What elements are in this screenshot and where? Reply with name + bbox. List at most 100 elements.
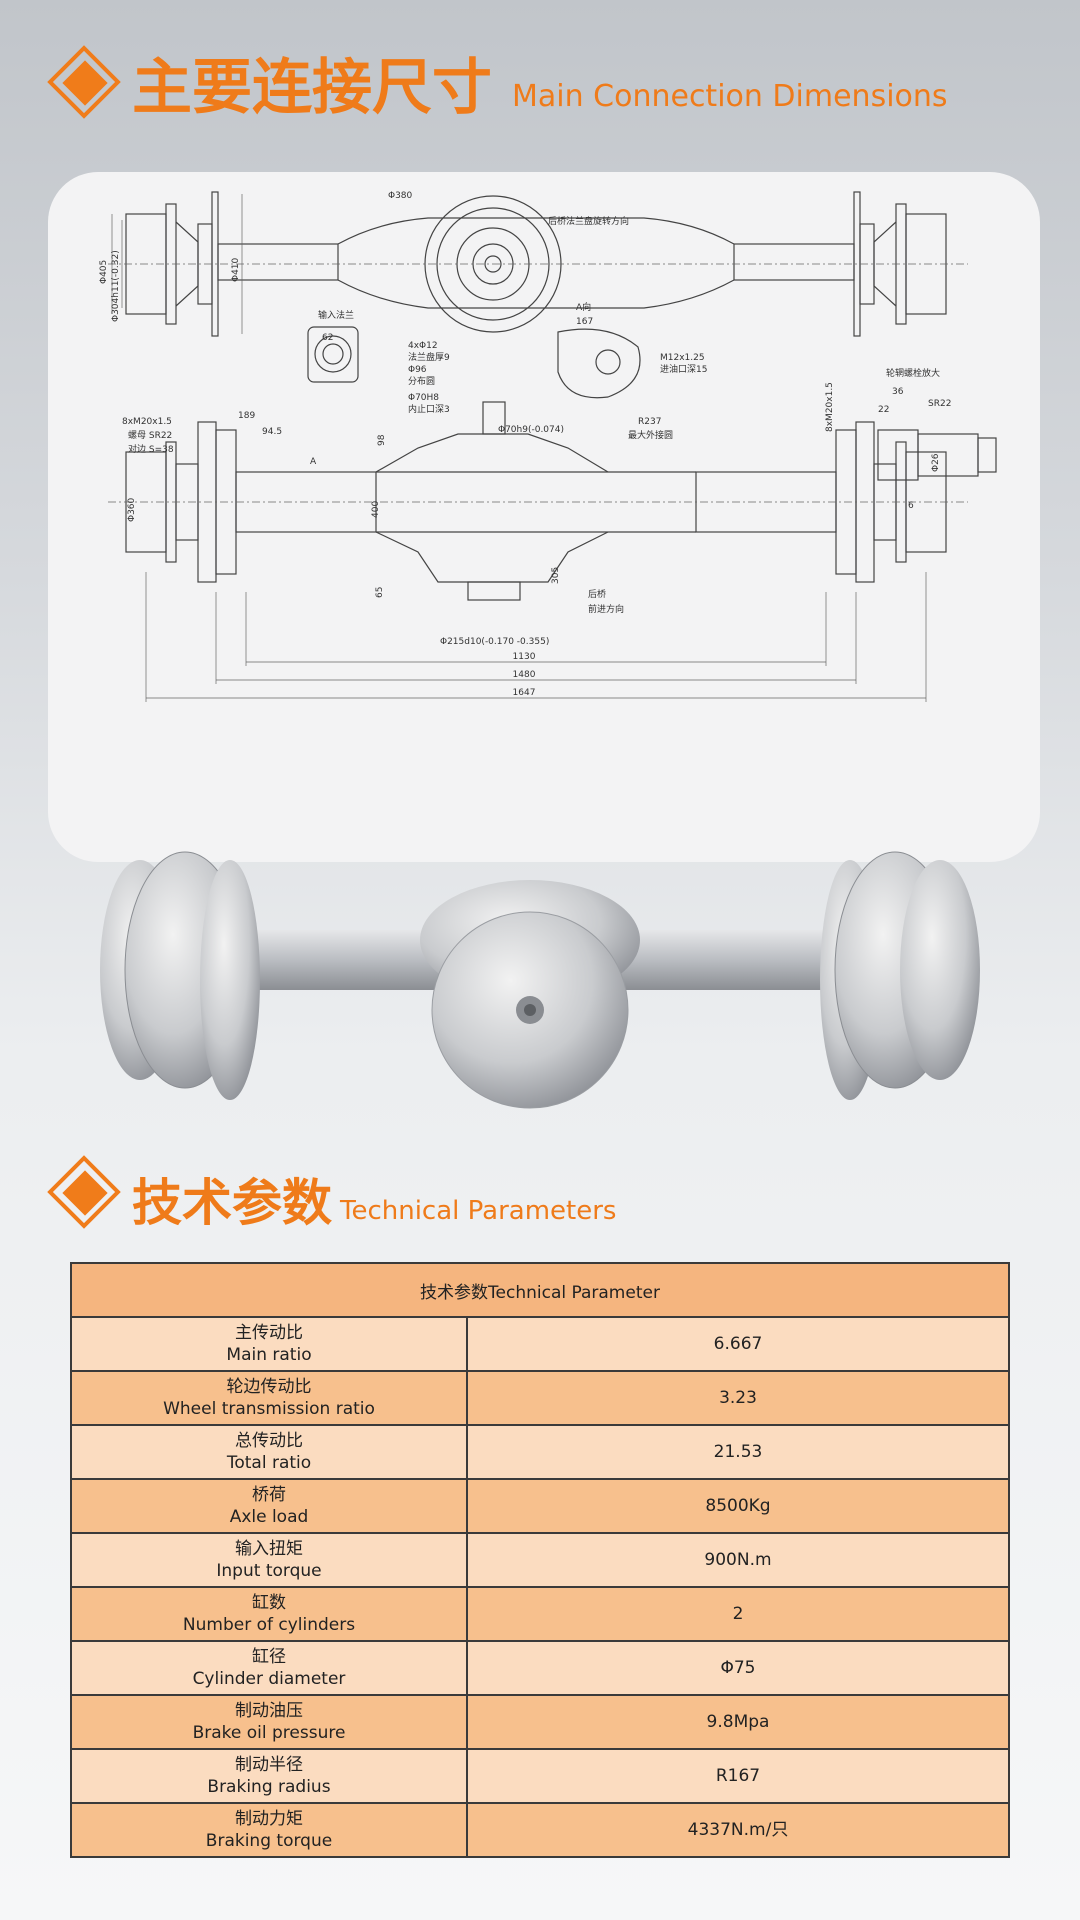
drawing-label-rotate: 后桥法兰盘旋转方向 bbox=[548, 215, 629, 227]
param-label-en: Main ratio bbox=[226, 1345, 312, 1365]
param-label-en: Wheel transmission ratio bbox=[163, 1399, 375, 1419]
param-value: 9.8Mpa bbox=[466, 1694, 1010, 1750]
param-value: Φ75 bbox=[466, 1640, 1010, 1696]
drawing-label-d380: Φ380 bbox=[388, 191, 413, 201]
param-label-en: Input torque bbox=[216, 1561, 322, 1581]
drawing-label-input-flange: 输入法兰 bbox=[318, 309, 354, 321]
drawing-label-d70h8: Φ70H8 bbox=[408, 393, 439, 403]
param-label-en: Cylinder diameter bbox=[192, 1669, 346, 1689]
drawing-label-a: A bbox=[310, 457, 317, 467]
drawing-label-d70h9: Φ70h9(-0.074) bbox=[498, 425, 564, 435]
param-label-cn: 缸数 bbox=[252, 1593, 286, 1613]
param-label-cn: 制动半径 bbox=[235, 1755, 303, 1775]
drawing-label-167: 167 bbox=[576, 317, 593, 327]
drawing-label-sr22: SR22 bbox=[928, 399, 951, 409]
param-value: 8500Kg bbox=[466, 1478, 1010, 1534]
param-label-cn: 总传动比 bbox=[235, 1431, 303, 1451]
drawing-label-945: 94.5 bbox=[262, 427, 282, 437]
drawing-label-65: 65 bbox=[375, 587, 385, 598]
section-title-en: Main Connection Dimensions bbox=[512, 79, 948, 114]
param-label-en: Brake oil pressure bbox=[192, 1723, 346, 1743]
param-label-cn: 制动力矩 bbox=[235, 1809, 303, 1829]
param-label-cn: 轮边传动比 bbox=[226, 1377, 312, 1397]
param-label-cn: 主传动比 bbox=[235, 1323, 303, 1343]
drawing-label-forward: 前进方向 bbox=[588, 603, 624, 615]
drawing-label-1480: 1480 bbox=[513, 670, 536, 680]
drawing-label-305: 305 bbox=[551, 567, 561, 584]
param-value: R167 bbox=[466, 1748, 1010, 1804]
drawing-label-22: 22 bbox=[878, 405, 889, 415]
param-label-cn: 输入扭矩 bbox=[235, 1539, 303, 1559]
drawing-label-1130: 1130 bbox=[513, 652, 536, 662]
section-title-cn: 技术参数 bbox=[132, 1174, 332, 1232]
drawing-label-d360: Φ360 bbox=[127, 497, 137, 522]
param-label-en: Braking torque bbox=[205, 1831, 333, 1851]
drawing-label-rear-axle: 后桥 bbox=[588, 588, 606, 600]
param-value: 4337N.m/只 bbox=[466, 1802, 1010, 1858]
param-label-en: Braking radius bbox=[207, 1777, 331, 1797]
drawing-label-oil-port: 进油口深15 bbox=[660, 363, 707, 375]
drawing-label-m12: M12x1.25 bbox=[660, 353, 705, 363]
diamond-icon bbox=[47, 45, 121, 119]
drawing-label-m20b: 8xM20x1.5 bbox=[825, 382, 835, 432]
drawing-label-189: 189 bbox=[238, 411, 255, 421]
param-value: 21.53 bbox=[466, 1424, 1010, 1480]
drawing-label-flange-thick: 法兰盘厚9 bbox=[408, 351, 450, 363]
section-heading-dimensions: 主要连接尺寸 Main Connection Dimensions bbox=[47, 45, 948, 123]
drawing-label-pitch: 分布圆 bbox=[408, 375, 435, 387]
drawing-label-400: 400 bbox=[371, 501, 381, 518]
drawing-label-r237: R237 bbox=[638, 417, 661, 427]
drawing-label-s38: 对边 S=38 bbox=[128, 443, 174, 455]
drawing-label-d405: Φ405 bbox=[99, 260, 109, 284]
drawing-label-d26: Φ26 bbox=[931, 453, 941, 472]
drawing-label-62: 62 bbox=[322, 333, 333, 343]
drawing-label-m20: 8xM20x1.5 bbox=[122, 417, 172, 427]
drawing-label-36: 36 bbox=[892, 387, 904, 397]
section-title-cn: 主要连接尺寸 bbox=[132, 53, 492, 123]
param-label-en: Total ratio bbox=[226, 1453, 312, 1473]
param-label-cn: 制动油压 bbox=[235, 1701, 303, 1721]
diamond-icon bbox=[47, 1155, 121, 1229]
section-title-en: Technical Parameters bbox=[340, 1196, 617, 1226]
drawing-label-1647: 1647 bbox=[513, 688, 536, 698]
axle-product-image bbox=[100, 851, 980, 1109]
param-label-cn: 桥荷 bbox=[252, 1485, 286, 1505]
drawing-label-outer-circle: 最大外接圆 bbox=[628, 429, 673, 441]
drawing-label-d215: Φ215d10(-0.170 -0.355) bbox=[440, 637, 549, 647]
drawing-label-d410: Φ410 bbox=[231, 257, 241, 282]
drawing-label-d96: Φ96 bbox=[408, 365, 427, 375]
table-header: 技术参数Technical Parameter bbox=[70, 1262, 1010, 1318]
param-value: 2 bbox=[466, 1586, 1010, 1642]
param-value: 6.667 bbox=[466, 1316, 1010, 1372]
param-value: 3.23 bbox=[466, 1370, 1010, 1426]
section-heading-params: 技术参数 Technical Parameters bbox=[47, 1155, 617, 1232]
param-value: 900N.m bbox=[466, 1532, 1010, 1588]
drawing-label-bolt-enlarge: 轮辋螺栓放大 bbox=[886, 367, 940, 379]
drawing-label-98: 98 bbox=[377, 434, 387, 446]
drawing-label-spigot: 内止口深3 bbox=[408, 403, 450, 415]
param-label-cn: 缸径 bbox=[252, 1647, 286, 1667]
param-label-en: Number of cylinders bbox=[182, 1615, 356, 1635]
engineering-drawing: Φ380 后桥法兰盘旋转方向 Φ405 Φ304h11(-0.32) Φ410 … bbox=[48, 172, 1040, 862]
